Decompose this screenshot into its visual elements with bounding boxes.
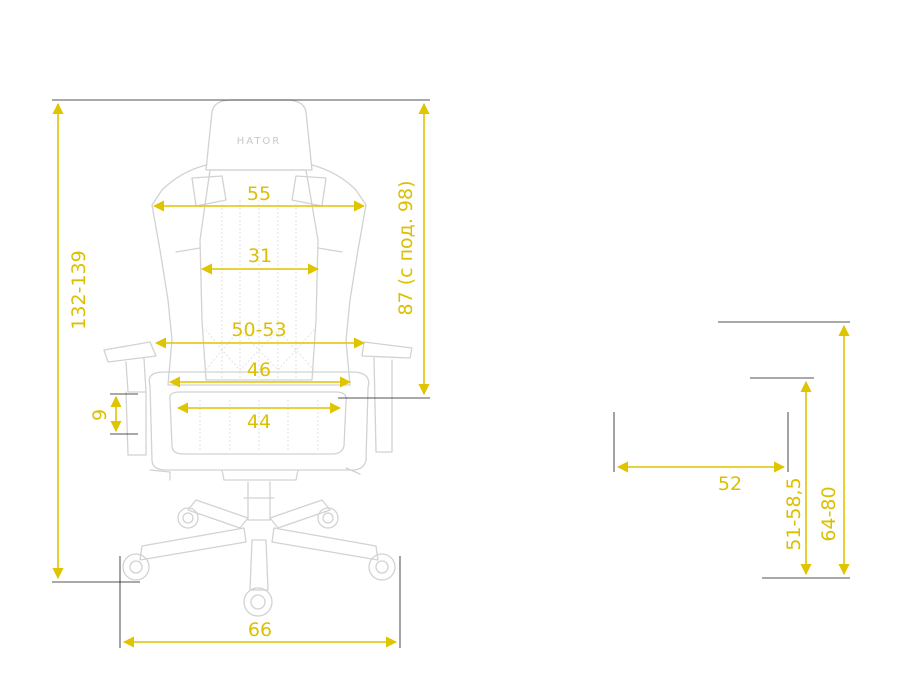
seat-back-width-label: 46 bbox=[247, 359, 271, 381]
front-dimensions: 132-139 87 (с под. 98) 55 31 50-53 46 44… bbox=[52, 99, 430, 648]
seat-height-label: 51-58,5 bbox=[783, 477, 805, 550]
armrest-width-label: 50-53 bbox=[231, 319, 286, 341]
seat-depth-label: 52 bbox=[718, 473, 742, 495]
armrest-adjust-label: 9 bbox=[89, 409, 111, 421]
armrest-height-label: 64-80 bbox=[818, 486, 840, 541]
side-dimensions: 52 51-58,5 64-80 bbox=[613, 321, 850, 579]
base-width-label: 66 bbox=[248, 619, 272, 641]
back-height-label: 87 (с под. 98) bbox=[395, 181, 417, 316]
chair-front-view: HATOR bbox=[103, 99, 413, 617]
total-height-label: 132-139 bbox=[68, 250, 90, 329]
seat-width-label: 44 bbox=[247, 411, 271, 433]
lumbar-width-label: 31 bbox=[248, 245, 272, 267]
shoulder-width-label: 55 bbox=[247, 183, 271, 205]
brand-logo: HATOR bbox=[237, 136, 282, 147]
